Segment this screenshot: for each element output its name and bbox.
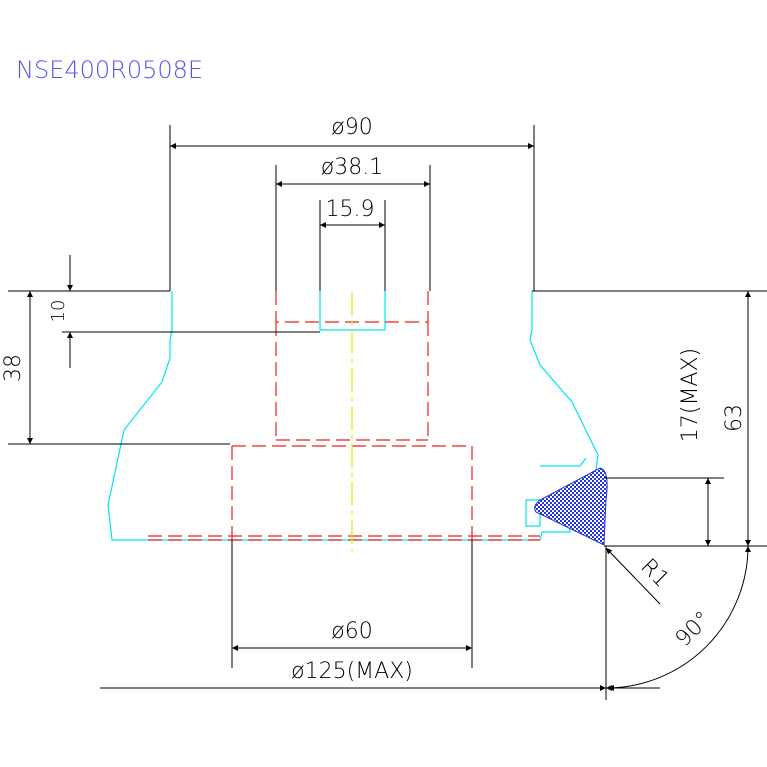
dim-arc-90 [607, 545, 751, 691]
extension-lines [8, 125, 767, 700]
dimension-lines [27, 143, 751, 691]
dim-text-d125max: ø125(MAX) [291, 659, 413, 684]
dim-text-d15-9: 15.9 [326, 197, 375, 222]
dim-text-d38-1: ø38.1 [321, 155, 383, 180]
dim-text-17max: 17(MAX) [678, 348, 703, 442]
dim-text-38: 38 [1, 354, 26, 382]
cutter-body-outline [107, 291, 599, 541]
dim-text-d90: ø90 [331, 115, 372, 140]
dim-text-r1: R1 [635, 554, 673, 592]
hidden-lines [148, 291, 540, 541]
dim-text-d60: ø60 [331, 619, 372, 644]
dim-text-63: 63 [722, 404, 747, 432]
dim-text-10: 10 [48, 300, 69, 323]
cutting-insert [534, 467, 608, 546]
part-number-title: NSE400R0508E [16, 56, 203, 84]
dim-text-90deg: 90° [671, 607, 716, 652]
